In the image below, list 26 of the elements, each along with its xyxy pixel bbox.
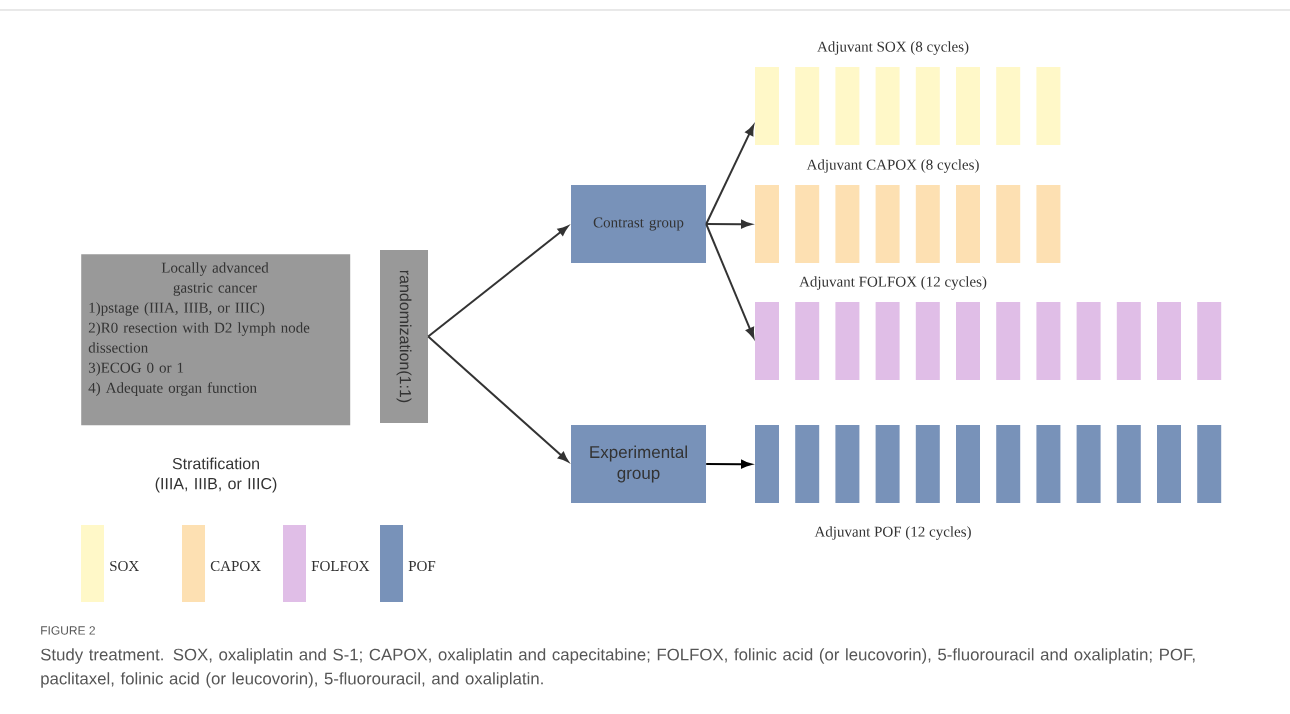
arrow	[705, 223, 755, 339]
legend-label: FOLFOX	[311, 560, 370, 572]
row-heading: Adjuvant CAPOX (8 cycles)	[806, 159, 979, 173]
stratification-note: Stratification (IIIA, IIIB, or IIIC)	[155, 457, 277, 493]
group-box: Experimental group	[571, 425, 706, 503]
arrow	[427, 225, 569, 338]
row-heading: Adjuvant POF (12 cycles)	[814, 526, 971, 540]
criteria-item: 1)pstage (IIIA, IIIB, or IIIC)	[89, 302, 265, 316]
arrow	[705, 459, 752, 469]
legend-label: POF	[408, 560, 436, 572]
arrow	[705, 124, 755, 225]
caption: Study treatment. SOX, oxaliplatin and S-1; CAPOX, oxaliplatin and capecitabine; FOLFOX, folinic acid (or leucovorin), 5-fluorouracil and oxaliplatin; POF, paclitaxel, folinic acid (or leucovorin), 5-fluorouracil, and oxaliplatin.	[41, 648, 1195, 688]
arrow	[705, 219, 752, 229]
group-box: Contrast group	[571, 185, 706, 263]
criteria-item: 3)ECOG 0 or 1	[88, 362, 184, 376]
legend-label: SOX	[110, 560, 139, 572]
box-heading: Locally advanced gastric cancer	[161, 262, 269, 296]
criteria-item: 4) Adequate organ function	[88, 382, 257, 396]
criteria-item: 2)R0 resection with D2 lymph node dissection	[88, 322, 310, 353]
criteria-box	[81, 254, 351, 426]
row-heading: Adjuvant FOLFOX (12 cycles)	[799, 276, 987, 290]
legend-label: CAPOX	[210, 560, 261, 572]
arrow	[427, 335, 569, 463]
figure-title: FIGURE 2	[41, 626, 95, 635]
row-heading: Adjuvant SOX (8 cycles)	[817, 41, 969, 55]
randomization-box: randomization(1:1)	[380, 250, 428, 423]
